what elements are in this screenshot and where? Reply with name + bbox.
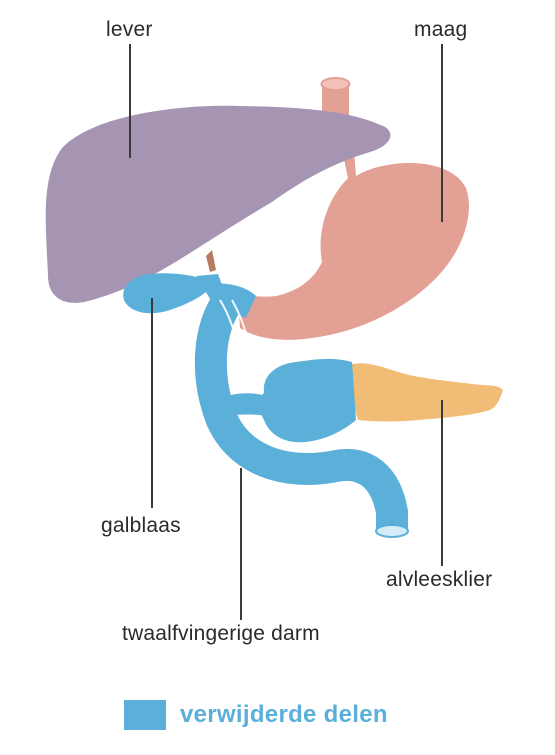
pancreas-head-shape [260,358,356,443]
pancreas-tail [351,363,503,422]
leader-lines [129,44,443,620]
duodenum-opening [375,524,409,538]
duodenum-shape [194,288,408,530]
gallbladder-label: galblaas [101,514,181,537]
highlight-lines [219,299,252,393]
stomach-label: maag [414,18,468,41]
stomach-shape [238,150,469,340]
pancreas-label: alvleesklier [386,568,493,591]
legend: verwijderde delen [124,700,388,730]
duodenum-label: twaalfvingerige darm [122,622,320,645]
liver-shape [45,105,391,303]
gallbladder-shape [123,273,212,314]
liver-label: lever [106,18,153,41]
bile-duct [206,250,216,272]
legend-swatch [124,700,166,730]
removed-parts [123,273,356,443]
legend-text: verwijderde delen [180,701,388,728]
